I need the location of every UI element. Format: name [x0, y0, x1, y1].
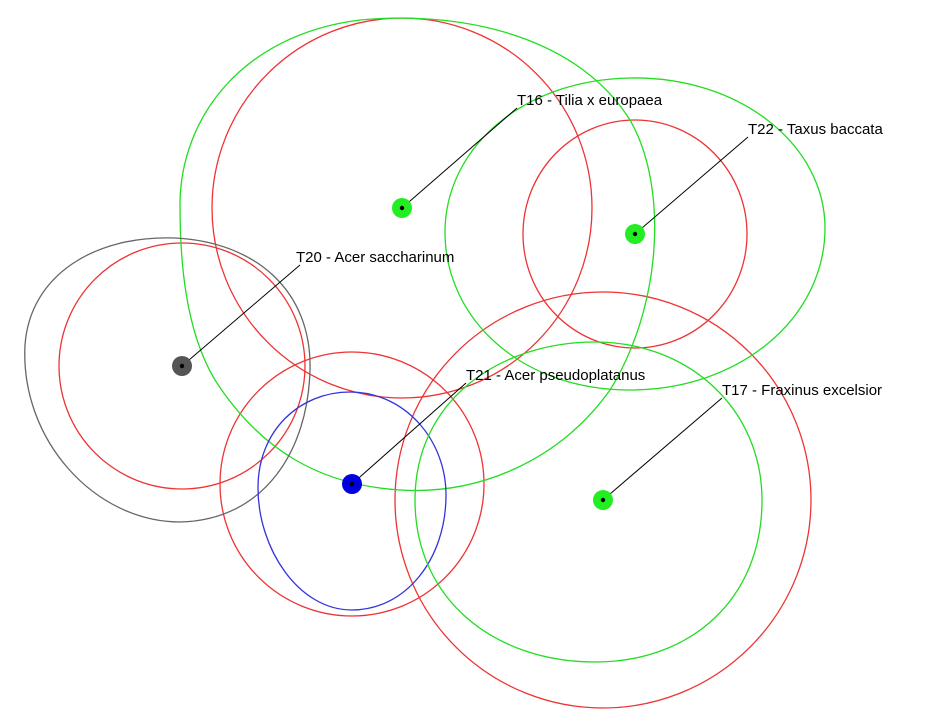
leader-T17	[602, 397, 723, 501]
tree-labels: T16 - Tilia x europaea T22 - Taxus bacca…	[296, 92, 883, 399]
rpa-T21	[219, 351, 485, 617]
rpa-T20	[58, 242, 306, 490]
rpa-T22	[522, 119, 748, 349]
trunk-pin-T21	[349, 481, 355, 487]
canopy-T17	[414, 341, 763, 663]
leader-T22	[634, 136, 749, 235]
tree-label-T17: T17 - Fraxinus excelsior	[722, 382, 882, 399]
trunk-markers	[172, 198, 645, 510]
canopy-T22	[444, 77, 826, 391]
trunk-pin-T22	[632, 231, 638, 237]
leader-T20	[181, 264, 301, 367]
canopy-T16	[179, 17, 656, 492]
root-protection-areas	[58, 17, 812, 709]
canopy-T21	[257, 391, 447, 611]
canopy-T20	[24, 237, 311, 523]
tree-label-T20: T20 - Acer saccharinum	[296, 249, 454, 266]
trunk-pin-T16	[399, 205, 405, 211]
rpa-T17	[394, 291, 812, 709]
canopy-outlines	[24, 17, 826, 663]
tree-label-T21: T21 - Acer pseudoplatanus	[466, 367, 645, 384]
tree-label-T22: T22 - Taxus baccata	[748, 121, 883, 138]
trunk-pin-T17	[600, 497, 606, 503]
leader-T16	[401, 107, 518, 209]
trunk-pin-T20	[179, 363, 185, 369]
leader-T21	[351, 382, 467, 485]
leader-lines	[181, 107, 749, 501]
tree-label-T16: T16 - Tilia x europaea	[517, 92, 663, 109]
